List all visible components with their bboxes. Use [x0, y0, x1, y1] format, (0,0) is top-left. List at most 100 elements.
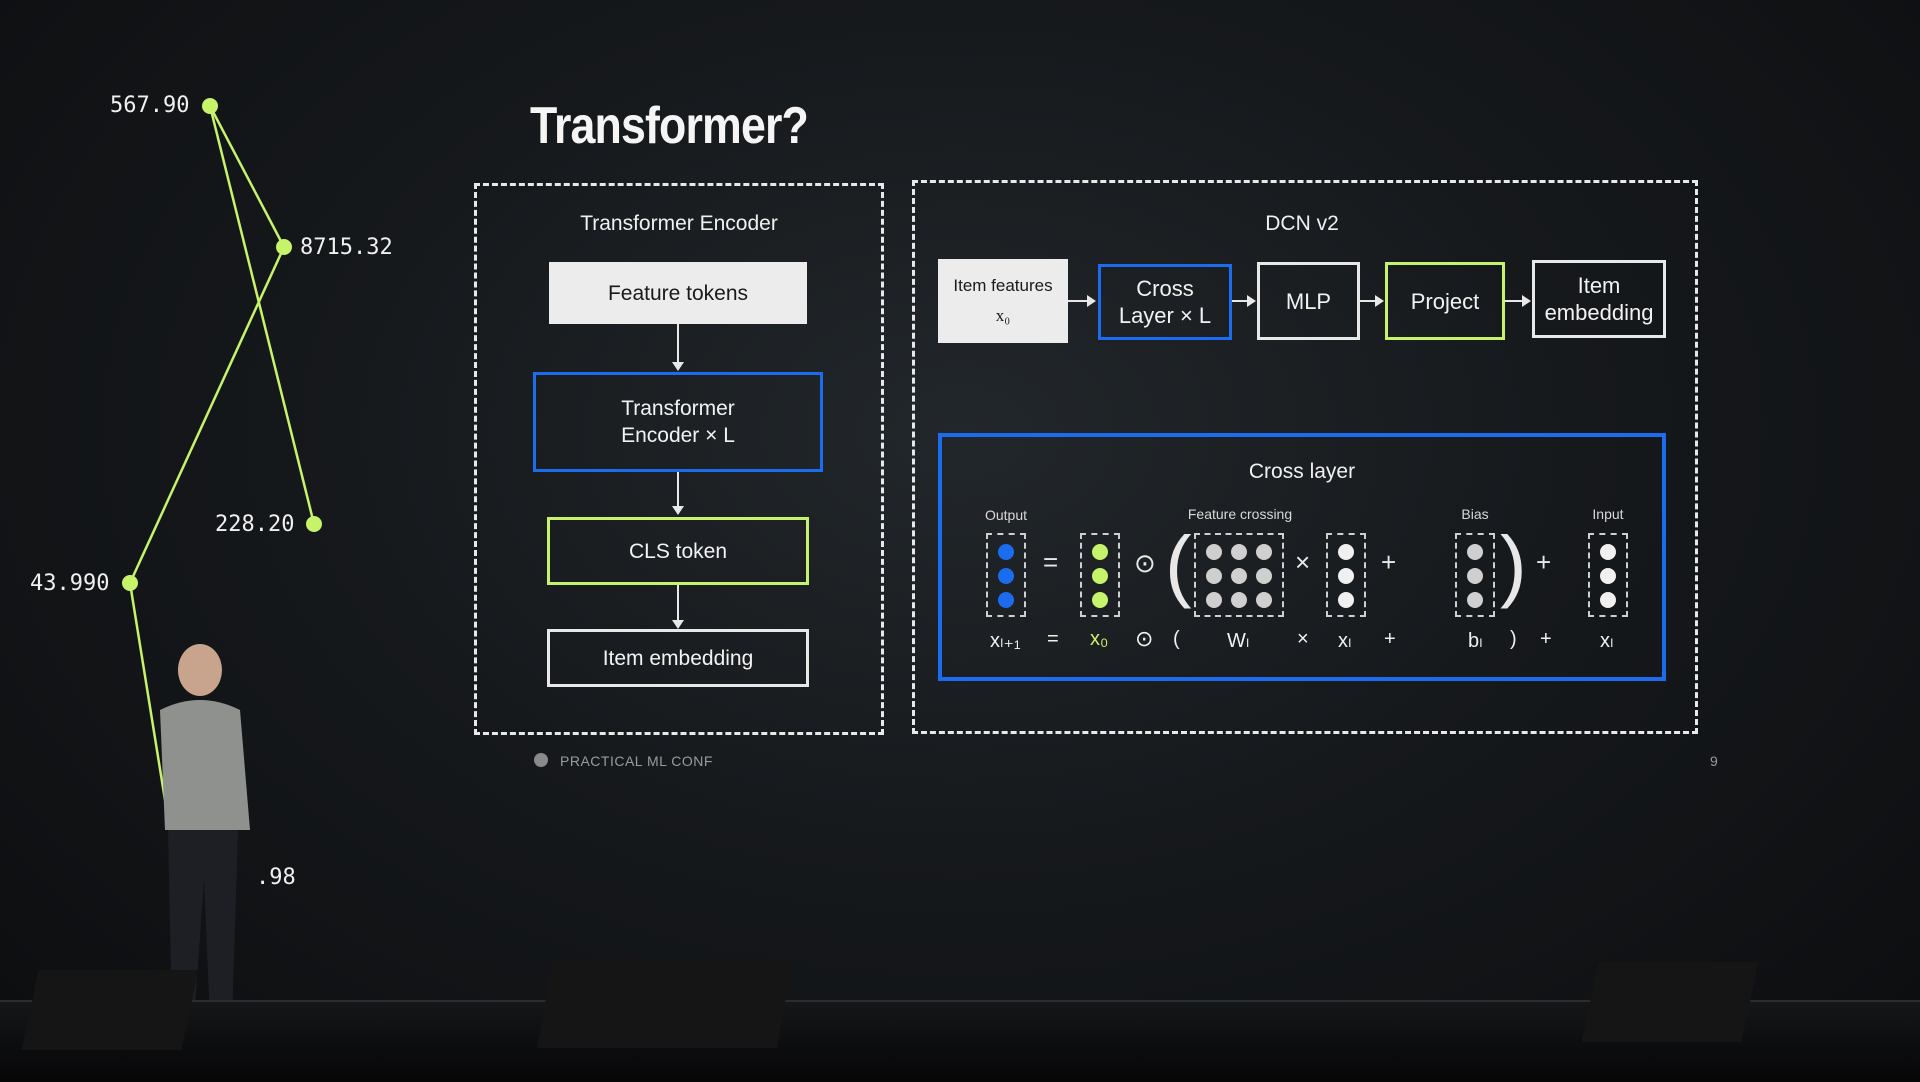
brand-logo-icon: [534, 753, 548, 767]
transformer-encoder-box: Transformer Encoder × L: [533, 372, 823, 472]
encoder-label-line1: Transformer: [621, 397, 735, 420]
dcn-embed-line2: embedding: [1544, 300, 1654, 325]
bias-caption: Bias: [1461, 506, 1489, 522]
graph-label-3: 228.20: [215, 512, 295, 537]
graph-node: [306, 516, 322, 532]
item-features-box: Item features x₀: [938, 259, 1068, 343]
weight-matrix-dot: [1256, 544, 1272, 560]
cross-layer-box: Cross Layer × L: [1098, 264, 1232, 340]
project-label: Project: [1410, 288, 1480, 314]
formula-b: bₗ: [1468, 630, 1483, 652]
connector: [1232, 300, 1248, 302]
formula-W: Wₗ: [1227, 630, 1250, 652]
cls-token-label: CLS token: [628, 539, 728, 563]
formula-plus2: +: [1540, 628, 1552, 650]
item-features-label: Item features: [953, 276, 1053, 295]
arrow-icon: [1375, 295, 1384, 307]
bias-vector-dot: [1467, 544, 1483, 560]
input-vector-dot: [1600, 568, 1616, 584]
graph-label-1: 567.90: [110, 93, 190, 118]
graph-node: [122, 575, 138, 591]
formula-rparen: ): [1510, 628, 1517, 650]
formula-xl2: xₗ: [1600, 630, 1614, 652]
connector: [677, 324, 679, 364]
connector: [677, 585, 679, 621]
stage-monitor-right: [1581, 962, 1759, 1042]
plus-symbol: +: [1536, 547, 1552, 577]
weight-matrix-dot: [1256, 568, 1272, 584]
graph-label-5: .98: [256, 865, 296, 890]
cross-layer-heading: Cross layer: [1248, 460, 1356, 483]
xl-vector-dot: [1338, 592, 1354, 608]
transformer-panel: [474, 183, 884, 735]
dcn-item-embedding-box: Item embedding: [1532, 260, 1666, 338]
hadamard-symbol: ⊙: [1134, 548, 1156, 578]
formula-xl: xₗ: [1338, 630, 1352, 652]
weight-matrix: [1194, 533, 1284, 617]
arrow-icon: [672, 620, 684, 629]
output-vector-dot: [998, 544, 1014, 560]
formula-eq: =: [1047, 628, 1059, 650]
bias-vector: [1455, 533, 1495, 617]
cross-label-line1: Cross: [1136, 276, 1194, 301]
feature-tokens-box: Feature tokens: [549, 262, 807, 324]
input-caption: Input: [1592, 506, 1624, 522]
formula-x0: x₀: [1090, 628, 1109, 650]
arrow-icon: [1087, 295, 1096, 307]
graph-node: [276, 239, 292, 255]
connector: [677, 472, 679, 506]
weight-matrix-dot: [1206, 568, 1222, 584]
output-vector: [986, 533, 1026, 617]
graph-edge: [208, 105, 286, 248]
dcn-heading: DCN v2: [1265, 212, 1339, 235]
arrow-icon: [672, 506, 684, 515]
graph-label-4: 43.990: [30, 571, 110, 596]
arrow-icon: [1522, 295, 1531, 307]
input-vector-dot: [1600, 592, 1616, 608]
formula-lparen: (: [1173, 628, 1180, 650]
graph-node: [202, 98, 218, 114]
x0-vector-dot: [1092, 568, 1108, 584]
formula-xnext: xₗ₊₁: [990, 630, 1021, 652]
mlp-label: MLP: [1285, 288, 1332, 314]
xl-vector-dot: [1338, 568, 1354, 584]
formula-times: ×: [1297, 628, 1309, 650]
x0-vector-dot: [1092, 592, 1108, 608]
dcn-panel: [912, 180, 1698, 734]
bias-vector-dot: [1467, 592, 1483, 608]
connector: [1505, 300, 1523, 302]
feature-tokens-label: Feature tokens: [607, 281, 749, 305]
bias-vector-dot: [1467, 568, 1483, 584]
item-embedding-box: Item embedding: [547, 629, 809, 687]
input-vector: [1588, 533, 1628, 617]
graph-edge: [208, 105, 316, 525]
graph-label-2: 8715.32: [300, 235, 393, 260]
arrow-icon: [1247, 295, 1256, 307]
weight-matrix-dot: [1231, 568, 1247, 584]
cross-label-line2: Layer × L: [1118, 303, 1212, 328]
stage-monitor-center: [537, 958, 793, 1048]
slide-title: Transformer?: [530, 97, 809, 155]
left-paren-symbol: (: [1165, 520, 1192, 609]
times-symbol: ×: [1295, 547, 1311, 577]
graph-edge: [128, 582, 167, 801]
weight-matrix-dot: [1206, 544, 1222, 560]
output-caption: Output: [984, 507, 1028, 523]
cross-layer-panel: [938, 433, 1666, 681]
footer-brand: PRACTICAL ML CONF: [560, 753, 713, 769]
weight-matrix-dot: [1231, 544, 1247, 560]
x0-vector-dot: [1092, 544, 1108, 560]
transformer-heading: Transformer Encoder: [580, 212, 778, 235]
connector: [1360, 300, 1376, 302]
cls-token-box: CLS token: [547, 517, 809, 585]
x0-label: x₀: [995, 306, 1011, 325]
input-vector-dot: [1600, 544, 1616, 560]
weight-matrix-dot: [1206, 592, 1222, 608]
page-number: 9: [1710, 753, 1719, 769]
weight-matrix-dot: [1256, 592, 1272, 608]
item-embedding-label: Item embedding: [602, 646, 754, 670]
xl-vector-dot: [1338, 544, 1354, 560]
encoder-label-line2: Encoder × L: [621, 424, 735, 447]
formula-plus: +: [1384, 628, 1396, 650]
decorative-graph: [122, 98, 322, 801]
